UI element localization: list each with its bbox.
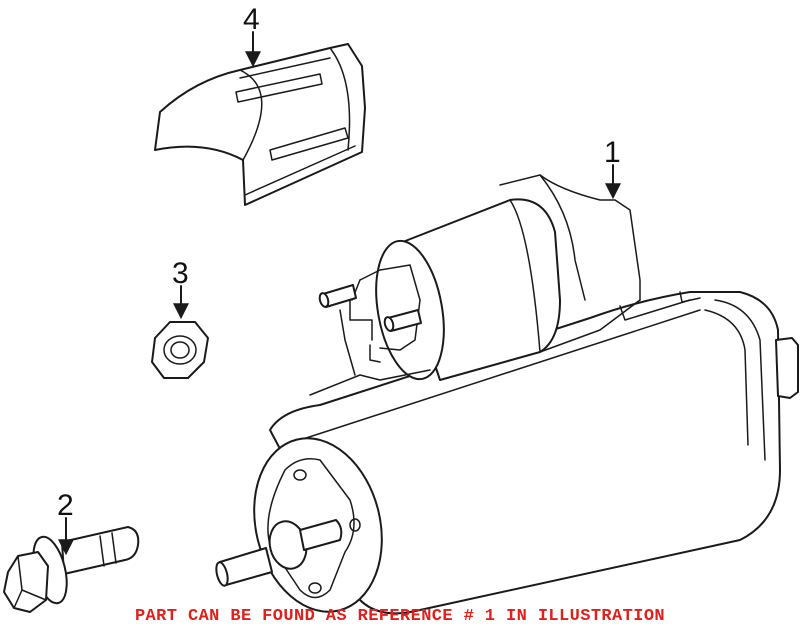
callout-label-3: 3: [172, 257, 189, 290]
starter-motor-part[interactable]: [214, 174, 799, 625]
callout-label-4: 4: [243, 3, 260, 36]
heat-shield-part[interactable]: [154, 43, 366, 206]
flange-bolt-part[interactable]: [3, 526, 140, 613]
reference-note: PART CAN BE FOUND AS REFERENCE # 1 IN IL…: [134, 607, 666, 626]
callout-label-1: 1: [604, 136, 621, 169]
hex-nut-part[interactable]: [151, 321, 209, 379]
callout-label-2: 2: [57, 489, 74, 522]
